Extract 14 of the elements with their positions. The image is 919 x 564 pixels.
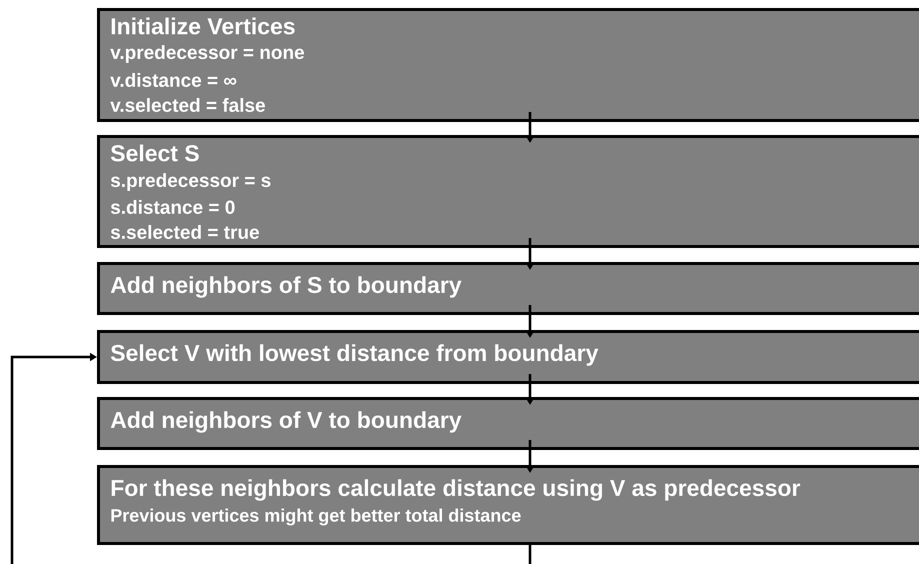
box-heading: Add neighbors of V to boundary (110, 411, 462, 433)
box-detail: Previous vertices might get better total distance (111, 508, 521, 526)
box-detail: v.selected = false (110, 98, 265, 112)
box-detail: s.predecessor = s (110, 173, 270, 191)
box-heading: Add neighbors of S to boundary (110, 276, 462, 298)
box-heading: Select S (110, 144, 199, 162)
box-detail: v.distance = ∞ (110, 73, 236, 87)
box-detail: v.predecessor = none (110, 45, 304, 63)
box-detail: s.distance = 0 (110, 200, 235, 214)
connector-line (528, 545, 532, 564)
box-heading: For these neighbors calculate distance using V as predecessor (112, 479, 800, 501)
box-heading: Select V with lowest distance from boundary (110, 344, 598, 366)
box-detail: s.selected = true (110, 225, 259, 239)
box-heading: Initialize Vertices (112, 18, 295, 34)
